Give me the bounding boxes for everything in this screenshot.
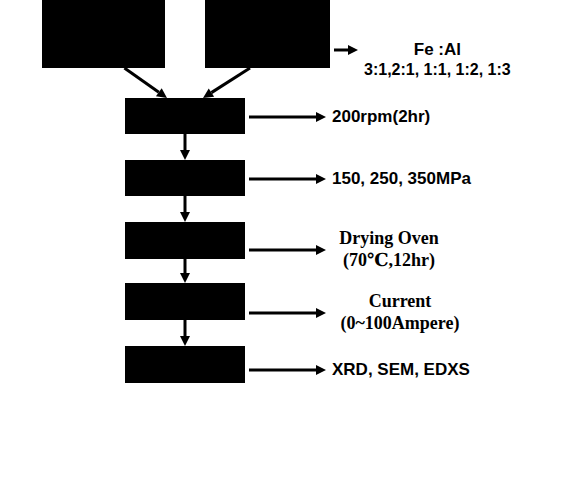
- process-box: [125, 98, 245, 134]
- arrow-head: [180, 336, 190, 346]
- process-note: XRD, SEM, EDXS: [330, 359, 472, 381]
- arrow-head: [316, 174, 326, 184]
- process-note: Drying Oven (70℃,12hr): [330, 227, 448, 272]
- arrow-line: [184, 259, 187, 273]
- arrow-head: [180, 150, 190, 160]
- arrow-line: [184, 196, 187, 212]
- arrow-line: [184, 134, 187, 150]
- flow-arrow: [249, 112, 326, 122]
- flow-arrow: [249, 308, 326, 318]
- arrow-head: [180, 273, 190, 283]
- flow-arrow: [180, 196, 190, 222]
- arrow-line: [184, 320, 187, 336]
- arrow-line: [249, 115, 316, 118]
- flow-arrow: [249, 365, 326, 375]
- step-parameter: 150, 250, 350MPa: [332, 169, 471, 189]
- process-note: 150, 250, 350MPa: [330, 168, 473, 190]
- flow-arrow: [180, 134, 190, 160]
- process-box: [42, 0, 165, 68]
- arrow-head: [348, 45, 358, 55]
- process-box: [205, 0, 330, 68]
- step-parameter: 200rpm(2hr): [332, 107, 430, 127]
- process-box: [125, 160, 245, 196]
- arrow-line: [249, 177, 316, 180]
- arrow-line: [124, 68, 158, 92]
- arrow-line: [249, 249, 316, 252]
- process-box: [125, 346, 245, 383]
- flow-arrow: [249, 245, 326, 255]
- step-parameter: Fe :Al: [364, 40, 511, 60]
- step-parameter: XRD, SEM, EDXS: [332, 360, 470, 380]
- arrow-line: [334, 48, 348, 51]
- arrow-head: [316, 365, 326, 375]
- arrow-line: [249, 368, 316, 371]
- process-note: Fe :Al3:1,2:1, 1:1, 1:2, 1:3: [362, 39, 513, 81]
- arrow-head: [180, 212, 190, 222]
- arrow-head: [316, 112, 326, 122]
- flow-arrow: [203, 68, 250, 98]
- process-box: [125, 283, 245, 320]
- arrow-head: [316, 308, 326, 318]
- arrow-head: [316, 245, 326, 255]
- process-note: 200rpm(2hr): [330, 106, 432, 128]
- step-parameter: Current (0~100Ampere): [332, 291, 468, 334]
- step-parameter: 3:1,2:1, 1:1, 1:2, 1:3: [364, 60, 511, 79]
- arrow-line: [249, 312, 316, 315]
- flow-arrow: [334, 45, 358, 55]
- flow-arrow: [180, 259, 190, 283]
- arrow-line: [211, 68, 250, 93]
- flow-arrow: [124, 68, 167, 98]
- process-box: [125, 222, 245, 259]
- flow-arrow: [249, 174, 326, 184]
- process-note: Current (0~100Ampere): [330, 290, 470, 335]
- flow-arrow: [180, 320, 190, 346]
- step-parameter: Drying Oven (70℃,12hr): [332, 228, 446, 271]
